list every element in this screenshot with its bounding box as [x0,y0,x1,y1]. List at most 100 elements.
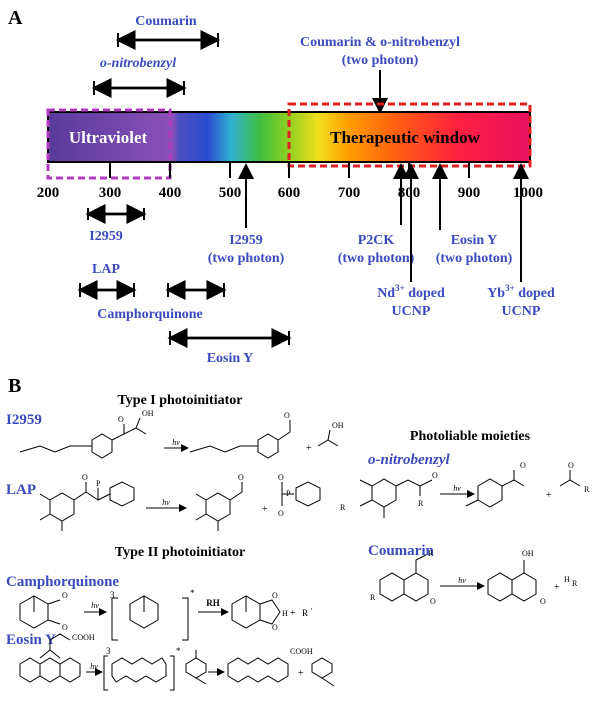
svg-text:H: H [282,609,288,618]
tick-marks [109,162,470,178]
svg-text:O: O [238,473,244,482]
svg-text:O: O [432,471,438,480]
type2-title: Type II photoinitiator [115,545,245,560]
lap-label: LAP [92,262,120,277]
tick-500: 500 [219,185,242,201]
svg-text:hv: hv [90,662,98,671]
two-photon-top-sub: (two photon) [342,53,419,68]
i2959-label: I2959 [89,229,122,244]
svg-text:H: H [564,575,570,584]
svg-text:OH: OH [522,549,534,558]
svg-text:+: + [262,504,268,515]
svg-text:O: O [278,509,284,518]
onitrobenzyl-label: o-nitrobenzyl [100,56,176,71]
svg-text:+: + [546,490,552,501]
svg-text:R: R [572,579,578,588]
svg-text:O: O [82,473,88,482]
eosin-label: Eosin Y [207,351,254,366]
p2ck-sub: (two photon) [338,251,415,266]
svg-text:hv: hv [453,484,461,493]
svg-text:O: O [568,461,574,470]
moieties-title: Photoliable moieties [410,429,531,444]
svg-text:3: 3 [106,646,111,656]
svg-text:+: + [306,443,312,454]
svg-text:COOH: COOH [72,633,95,642]
svg-text:O: O [430,597,436,606]
svg-text:O: O [272,591,278,600]
tick-600: 600 [278,185,301,201]
svg-text:R: R [370,593,376,602]
reaction-arrows [84,444,485,676]
cmpd-eosin: Eosin Y [6,632,56,648]
coumarin-label: Coumarin [135,14,197,29]
svg-text:O: O [520,461,526,470]
tick-900: 900 [458,185,481,201]
nd-label: Nd3+ doped [377,283,445,301]
svg-text:+: + [298,668,304,679]
svg-text:hv: hv [172,438,180,447]
svg-text:O: O [540,597,546,606]
uv-label: Ultraviolet [69,128,148,147]
panel-a-label: A [8,7,23,29]
svg-text:O: O [272,623,278,632]
rh-label: RH [206,598,220,608]
tick-800: 800 [398,185,421,201]
uv-box [46,108,172,180]
eosin-tp-label: Eosin Y [451,233,498,248]
cmpd-i2959: I2959 [6,412,42,428]
two-photon-top-label: Coumarin & o-nitrobenzyl [300,35,460,50]
tick-400: 400 [159,185,182,201]
radical-labels: R· 3 * 3 * [106,588,313,656]
tick-labels: 200 300 400 500 600 700 800 900 1000 [37,185,543,201]
camphor-label: Camphorquinone [97,307,203,322]
panel-b-label: B [8,375,21,397]
svg-text:O: O [62,591,68,600]
cmpd-onitro: o-nitrobenzyl [368,452,451,468]
cmpd-coumarin: Coumarin [368,543,434,559]
svg-text:R: R [428,549,434,558]
svg-text:O: O [284,411,290,420]
yb-label: Yb3+ doped [487,283,555,301]
plus-signs: + + + + + + [262,443,560,679]
i2959-ring [91,433,113,459]
svg-text:R: R [302,608,308,618]
i2959-tp-sub: (two photon) [208,251,285,266]
svg-text:hv: hv [91,601,99,610]
tick-200: 200 [37,185,60,201]
svg-text:P: P [286,489,291,498]
svg-text:*: * [190,588,195,598]
nd-sub: UCNP [392,304,431,319]
svg-text:R: R [340,503,346,512]
tick-300: 300 [99,185,122,201]
svg-text:O: O [62,623,68,632]
svg-text:hv: hv [162,498,170,507]
hv-labels: hv hv hv hv hv hv [90,438,466,671]
cmpd-lap: LAP [6,482,36,498]
svg-text:R: R [418,499,424,508]
yb-sub: UCNP [502,304,541,319]
svg-text:·: · [310,604,313,614]
type1-title: Type I photoinitiator [118,393,243,408]
therapeutic-label: Therapeutic window [330,128,480,147]
svg-text:*: * [176,646,181,656]
p2ck-label: P2CK [358,233,395,248]
tick-700: 700 [338,185,361,201]
i2959-tp-label: I2959 [229,233,262,248]
structure-drawings [19,417,581,691]
svg-text:+: + [290,608,296,619]
svg-text:P: P [96,479,101,488]
cmpd-camphor: Camphorquinone [6,574,119,590]
svg-text:OH: OH [332,421,344,430]
svg-text:hv: hv [458,576,466,585]
svg-text:+: + [554,582,560,593]
svg-text:R: R [584,485,590,494]
lap-ring [49,492,75,522]
svg-text:OH: OH [142,409,154,418]
svg-text:3: 3 [110,590,115,600]
svg-text:O: O [278,473,284,482]
svg-text:COOH: COOH [290,647,313,656]
eosin-tp-sub: (two photon) [436,251,513,266]
tick-1000: 1000 [513,185,543,201]
